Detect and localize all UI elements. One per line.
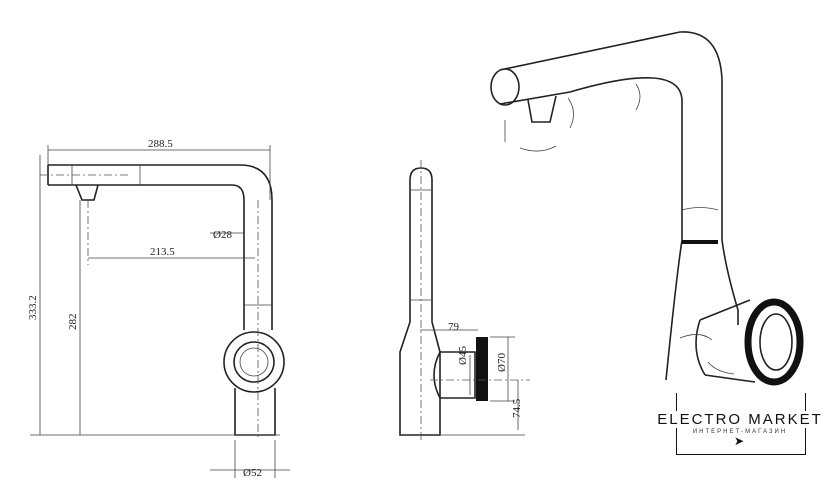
dim-d28: Ø28 xyxy=(213,229,232,241)
logo-subtitle: ИНТЕРНЕТ-МАГАЗИН xyxy=(692,429,788,435)
electro-market-logo: ELECTRO MARKET ИНТЕРНЕТ-МАГАЗИН ➤ xyxy=(648,393,832,455)
logo-frame-bottom xyxy=(676,454,806,455)
dim-d52: Ø52 xyxy=(243,467,262,479)
perspective-view xyxy=(490,31,804,386)
dim-d45: Ø45 xyxy=(457,346,469,365)
logo-title: ELECTRO MARKET xyxy=(648,411,832,428)
side-view: 288.5 213.5 Ø28 333.2 282 Ø52 xyxy=(27,138,290,479)
front-view: 79 Ø45 Ø70 74.5 xyxy=(399,160,530,440)
cursor-icon: ➤ xyxy=(734,434,745,448)
dim-333-2: 333.2 xyxy=(27,295,39,320)
dim-282: 282 xyxy=(67,314,79,331)
dim-d70: Ø70 xyxy=(496,353,508,372)
dim-213-5: 213.5 xyxy=(150,246,175,258)
dim-288-5: 288.5 xyxy=(148,138,173,150)
dim-79: 79 xyxy=(448,321,460,333)
dim-74-5: 74.5 xyxy=(511,398,523,418)
